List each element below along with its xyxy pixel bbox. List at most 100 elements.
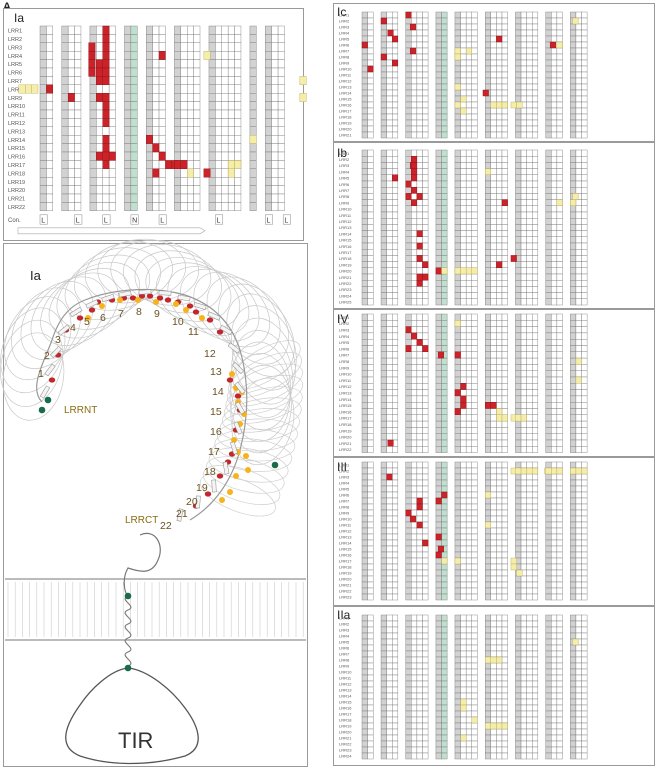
row-label: LRR10: [339, 207, 352, 212]
yellow-cell: [18, 84, 26, 94]
row-label: LRR6: [8, 71, 22, 77]
yellow-residue-dot: [229, 371, 235, 377]
green-site-dot: [271, 461, 279, 469]
red-cell: [392, 59, 399, 67]
yellow-residue-dot: [153, 299, 159, 305]
red-cell: [510, 255, 517, 262]
row-label: LRR1: [8, 29, 22, 35]
red-cell: [146, 134, 153, 144]
grid-ib: LRR1LRR2LRR3LRR4LRR5LRR6LRR7LRR8LRR9LRR1…: [339, 149, 588, 306]
repeat-number: 16: [210, 426, 222, 438]
coil-loop: [0, 319, 64, 407]
yellow-cell: [441, 267, 448, 275]
repeat-number: 7: [118, 308, 124, 320]
red-residue-dot: [164, 297, 172, 303]
grid-cell: [581, 298, 588, 306]
cons-letter: L: [284, 217, 288, 224]
row-label: LRR18: [339, 256, 352, 261]
grid-cell: [471, 131, 478, 139]
repeat-number: 13: [210, 366, 222, 378]
repeat-number: 5: [84, 316, 90, 328]
row-label: LRR14: [8, 138, 25, 144]
yellow-residue-dot: [173, 301, 179, 307]
repeat-strand: [39, 385, 51, 399]
row-label: LRR8: [8, 87, 22, 93]
cons-letter: N: [132, 217, 137, 224]
cons-letter: L: [160, 217, 164, 224]
row-label: LRR5: [339, 37, 350, 42]
row-label: LRR16: [339, 103, 352, 108]
lrrnt-label: LRRNT: [64, 405, 98, 416]
panel-title-ia: Ia: [14, 11, 25, 25]
repeat-number: 12: [204, 348, 216, 360]
yellow-residue-dot: [233, 473, 239, 479]
row-label: LRR21: [8, 197, 25, 203]
coil-loop: [167, 266, 250, 336]
repeat-strand: [211, 479, 217, 493]
row-label: LRR4: [8, 54, 22, 60]
cons-letter: L: [41, 217, 45, 224]
row-label: LRR23: [339, 287, 352, 292]
row-label: LRR14: [339, 231, 352, 236]
row-label: LRR12: [339, 79, 352, 84]
grid-ia: LRR1LRR2LRR3LRR4LRR5LRR6LRR7LRR8LRR9LRR1…: [8, 25, 307, 235]
repeat-strand: [158, 290, 172, 296]
row-label: LRR1: [339, 315, 350, 320]
red-cell: [416, 242, 423, 250]
red-cell: [405, 193, 412, 200]
row-label: LRR3: [8, 45, 22, 51]
grid-cell: [234, 202, 242, 211]
grid-cell: [501, 298, 508, 306]
red-cell: [409, 47, 416, 55]
row-label: LRR2: [339, 157, 350, 162]
red-residue-dot: [206, 317, 214, 323]
yellow-residue-dot: [183, 307, 189, 313]
repeat-number: 11: [188, 326, 199, 338]
repeat-number: 6: [100, 312, 106, 324]
yellow-cell: [572, 17, 579, 25]
yellow-cell: [556, 199, 563, 207]
membrane-lines: [5, 578, 306, 641]
grid-cell: [532, 131, 539, 139]
row-label: LRR18: [339, 115, 352, 120]
yellow-cell: [299, 76, 307, 86]
row-label: LRR9: [339, 61, 350, 66]
red-cell: [102, 118, 110, 128]
row-label: LRR3: [339, 25, 350, 30]
row-label: LRR12: [339, 219, 352, 224]
row-label: LRR20: [339, 269, 352, 274]
row-label: LRR20: [8, 188, 25, 194]
red-cell: [88, 67, 96, 77]
red-cell: [387, 29, 394, 37]
row-label: LRR11: [8, 113, 25, 119]
repeat-number: 22: [160, 520, 172, 532]
red-cell: [409, 23, 416, 31]
repeat-number: 1: [38, 368, 44, 380]
row-label: LRR10: [8, 104, 25, 110]
row-label: LRR13: [8, 129, 25, 135]
grid-cell: [422, 298, 429, 306]
row-label: LRR7: [339, 49, 350, 54]
green-site-dot: [124, 664, 132, 672]
row-label: LRR7: [339, 188, 350, 193]
yellow-cell: [203, 51, 211, 60]
yellow-cell: [570, 199, 577, 207]
cons-cell: [74, 214, 83, 225]
row-label: LRR18: [8, 171, 25, 177]
grid-cell: [501, 131, 508, 139]
yellow-cell: [460, 95, 467, 103]
row-label: LRR11: [339, 73, 352, 78]
row-label: LRR24: [339, 293, 352, 298]
grid-cell: [392, 298, 399, 306]
repeat-number: 20: [186, 496, 198, 508]
yellow-cell: [299, 92, 307, 102]
red-cell: [180, 160, 188, 169]
yellow-cell: [227, 168, 235, 178]
yellow-residue-dot: [117, 297, 123, 303]
panel-letter-a: A: [3, 1, 11, 13]
red-residue-dot: [226, 377, 234, 383]
red-cell: [411, 174, 418, 182]
grid-cell: [392, 131, 399, 139]
repeat-number: 17: [208, 446, 220, 458]
